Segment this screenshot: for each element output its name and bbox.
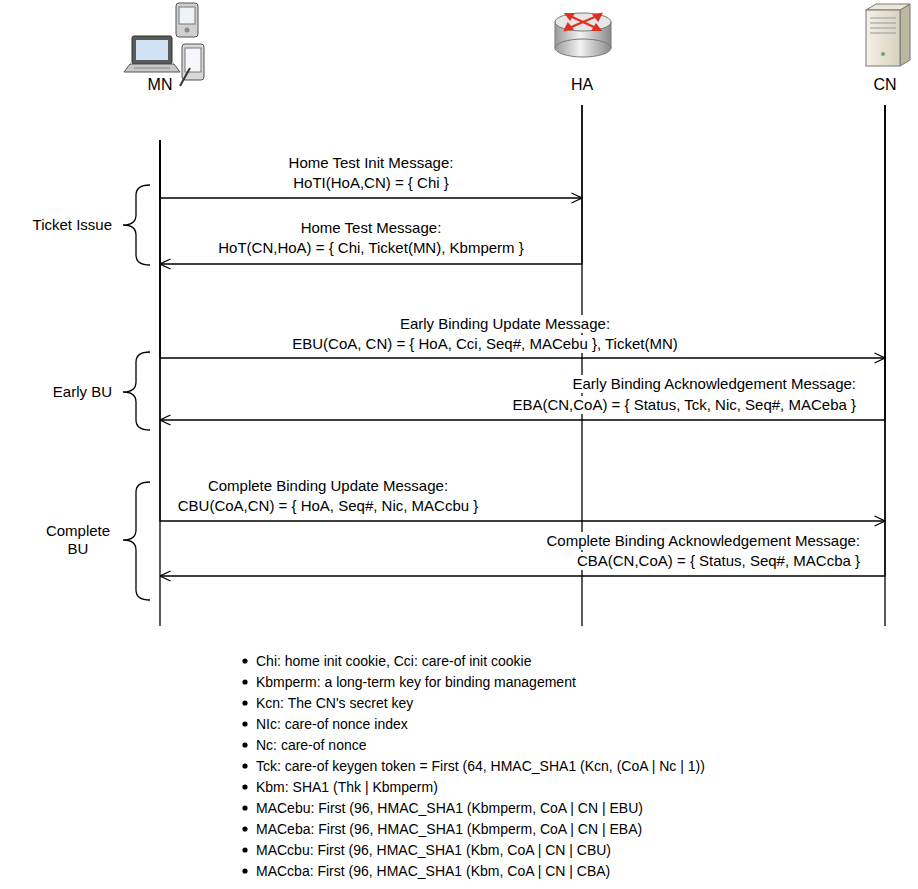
message-label: Complete Binding Update Message: — [206, 477, 450, 495]
brace — [123, 185, 150, 265]
pda-icon — [176, 3, 198, 37]
bullet-dot — [242, 826, 247, 831]
definition-item: Kbm: SHA1 (Thk | Kbmperm) — [254, 778, 440, 796]
bullet-dot — [242, 763, 247, 768]
definition-item: MACcbu: First (96, HMAC_SHA1 (Kbm, CoA |… — [254, 841, 613, 859]
definition-item: MACebu: First (96, HMAC_SHA1 (Kbmperm, C… — [254, 799, 645, 817]
definition-item: Kbmperm: a long-term key for binding man… — [254, 673, 578, 691]
bullet-dot — [242, 700, 247, 705]
message-arrow — [160, 140, 582, 198]
definition-item: Chi: home init cookie, Cci: care-of init… — [254, 652, 533, 670]
brace — [123, 482, 150, 600]
definition-item: Tck: care-of keygen token = First (64, H… — [254, 757, 707, 775]
participant-name: MN — [112, 76, 208, 94]
message-formula: EBU(CoA, CN) = { HoA, Cci, Seq#, MACebu … — [290, 335, 680, 353]
message-formula: CBA(CN,CoA) = { Status, Seq#, MACcba } — [575, 552, 862, 570]
definition-item: Kcn: The CN's secret key — [254, 694, 415, 712]
bullet-dot — [242, 847, 247, 852]
router-icon — [555, 13, 611, 57]
message-formula: HoTI(HoA,CN) = { Chi } — [291, 174, 450, 192]
bullet-dot — [242, 742, 247, 747]
message-label: Early Binding Update Message: — [398, 315, 612, 333]
message-formula: EBA(CN,CoA) = { Status, Tck, Nic, Seq#, … — [510, 396, 858, 414]
message-arrow — [160, 140, 885, 521]
definition-item: Nc: care-of nonce — [254, 736, 369, 754]
participant-node: MN — [112, 4, 208, 140]
participant-node: CN — [857, 4, 913, 105]
message-formula: CBU(CoA,CN) = { HoA, Seq#, Nic, MACcbu } — [176, 497, 481, 515]
message-arrow — [160, 140, 885, 358]
message-label: Home Test Message: — [299, 219, 444, 237]
brace — [123, 352, 150, 430]
phase-label: Ticket Issue — [31, 216, 114, 234]
laptop-icon — [124, 36, 180, 72]
participant-node: HA — [542, 4, 622, 105]
server-icon — [866, 4, 910, 66]
definition-item: NIc: care-of nonce index — [254, 715, 410, 733]
bullet-dot — [242, 679, 247, 684]
message-arrow — [160, 105, 885, 420]
message-label: Complete Binding Acknowledgement Message… — [544, 532, 862, 550]
participant-name: HA — [542, 76, 622, 94]
bullet-dot — [242, 784, 247, 789]
message-label: Home Test Init Message: — [287, 154, 456, 172]
bullet-dot — [242, 868, 247, 873]
bullet-dot — [242, 721, 247, 726]
message-arrow — [160, 105, 885, 576]
definition-item: MACeba: First (96, HMAC_SHA1 (Kbmperm, C… — [254, 820, 644, 838]
message-arrow — [160, 105, 582, 264]
tablet-icon — [180, 44, 204, 86]
bullet-dot — [242, 658, 247, 663]
participant-name: CN — [857, 76, 913, 94]
definition-item: MACcba: First (96, HMAC_SHA1 (Kbm, CoA |… — [254, 862, 612, 880]
phase-label: Early BU — [51, 383, 114, 401]
message-formula: HoT(CN,HoA) = { Chi, Ticket(MN), Kbmperm… — [216, 239, 525, 257]
message-label: Early Binding Acknowledgement Message: — [571, 375, 859, 393]
phase-label: Complete BU — [40, 522, 116, 558]
bullet-dot — [242, 805, 247, 810]
